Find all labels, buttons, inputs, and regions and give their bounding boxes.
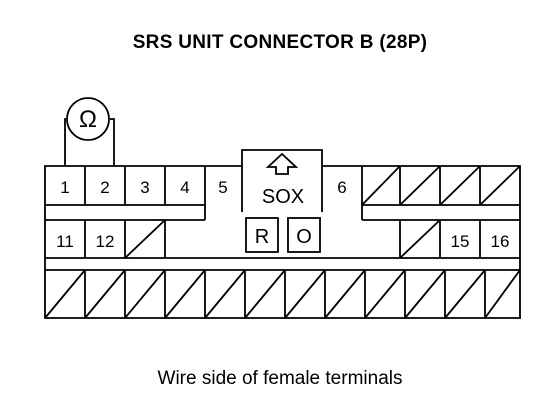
terminal-16: 16: [491, 232, 510, 251]
connector-outline: [44, 149, 521, 319]
terminal-12: 12: [96, 232, 115, 251]
up-arrow-icon: [265, 152, 299, 175]
meter-lead-left: [64, 118, 66, 166]
terminal-1: 1: [60, 178, 69, 197]
terminal-6: 6: [337, 178, 346, 197]
r-terminal-box: [245, 217, 279, 253]
r-label: R: [255, 226, 269, 248]
ohm-symbol: Ω: [79, 106, 97, 133]
terminal-4: 4: [180, 178, 189, 197]
sox-label: SOX: [262, 186, 304, 208]
o-terminal-box: [287, 217, 321, 253]
meter-lead-right: [110, 118, 115, 166]
o-label: O: [296, 226, 312, 248]
terminal-5: 5: [218, 178, 227, 197]
terminal-11: 11: [56, 232, 74, 251]
terminal-15: 15: [451, 232, 470, 251]
diagram-title: SRS UNIT CONNECTOR B (28P): [132, 32, 428, 53]
terminal-2: 2: [100, 178, 109, 197]
diagram-caption: Wire side of female terminals: [157, 368, 403, 389]
ohmmeter-icon: [66, 97, 110, 141]
terminal-3: 3: [140, 178, 149, 197]
